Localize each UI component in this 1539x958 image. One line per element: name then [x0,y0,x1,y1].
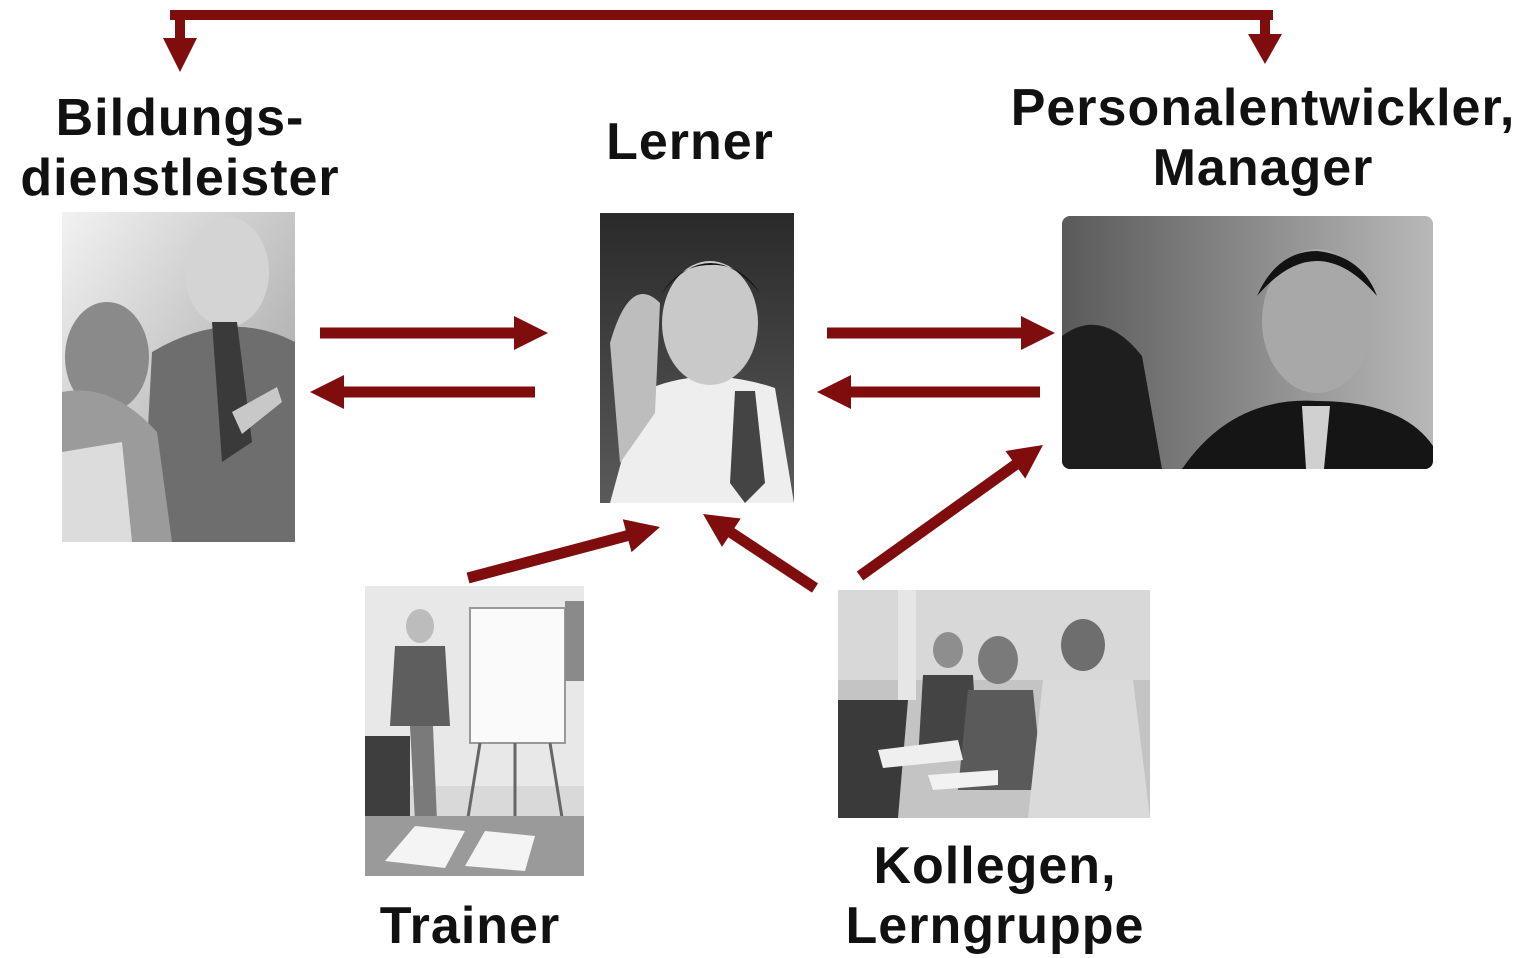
kollegen-label-line1: Kollegen, [873,837,1117,895]
arrow-kollegen-to-personal-shaft [856,457,1022,581]
arrow-kollegen-to-lerner-head [703,514,741,547]
arrow-trainer-to-lerner-head [622,519,660,553]
arrow-lerner-to-personal-head [1021,316,1055,350]
arrow-kollegen-to-lerner-shaft [724,525,819,593]
personalentwickler-label-line1: Personalentwickler, [1010,79,1516,137]
arrow-trainer-to-lerner-shaft [466,529,633,584]
lerner-label: Lerner [570,112,810,172]
seated-group-photo [838,590,1150,818]
trainer-label-line1: Trainer [379,897,561,955]
personalentwickler-label: Personalentwickler, Manager [993,78,1533,198]
business-people-photo [62,212,295,542]
thinking-man-photo [600,213,794,503]
bildungsdienstleister-label-line1: Bildungs- [55,89,305,147]
kollegen-label: Kollegen, Lerngruppe [820,836,1170,956]
lerner-label-line1: Lerner [606,113,774,171]
bracket-left-arrowhead [163,38,197,72]
bracket-right-arrowhead [1248,34,1282,64]
trainer-flipchart-photo [365,586,584,876]
arrow-personal-to-lerner-head [817,375,851,409]
bildungsdienstleister-label: Bildungs- dienstleister [10,88,350,208]
personalentwickler-label-line2: Manager [1152,139,1374,197]
smiling-manager-photo [1062,216,1433,469]
trainer-label: Trainer [340,896,600,956]
bildungsdienstleister-label-line2: dienstleister [20,149,340,207]
arrow-kollegen-to-personal-head [1005,445,1043,479]
arrow-lerner-to-bildung-head [310,375,344,409]
kollegen-label-line2: Lerngruppe [845,897,1145,955]
arrow-bildung-to-lerner-head [514,316,548,350]
